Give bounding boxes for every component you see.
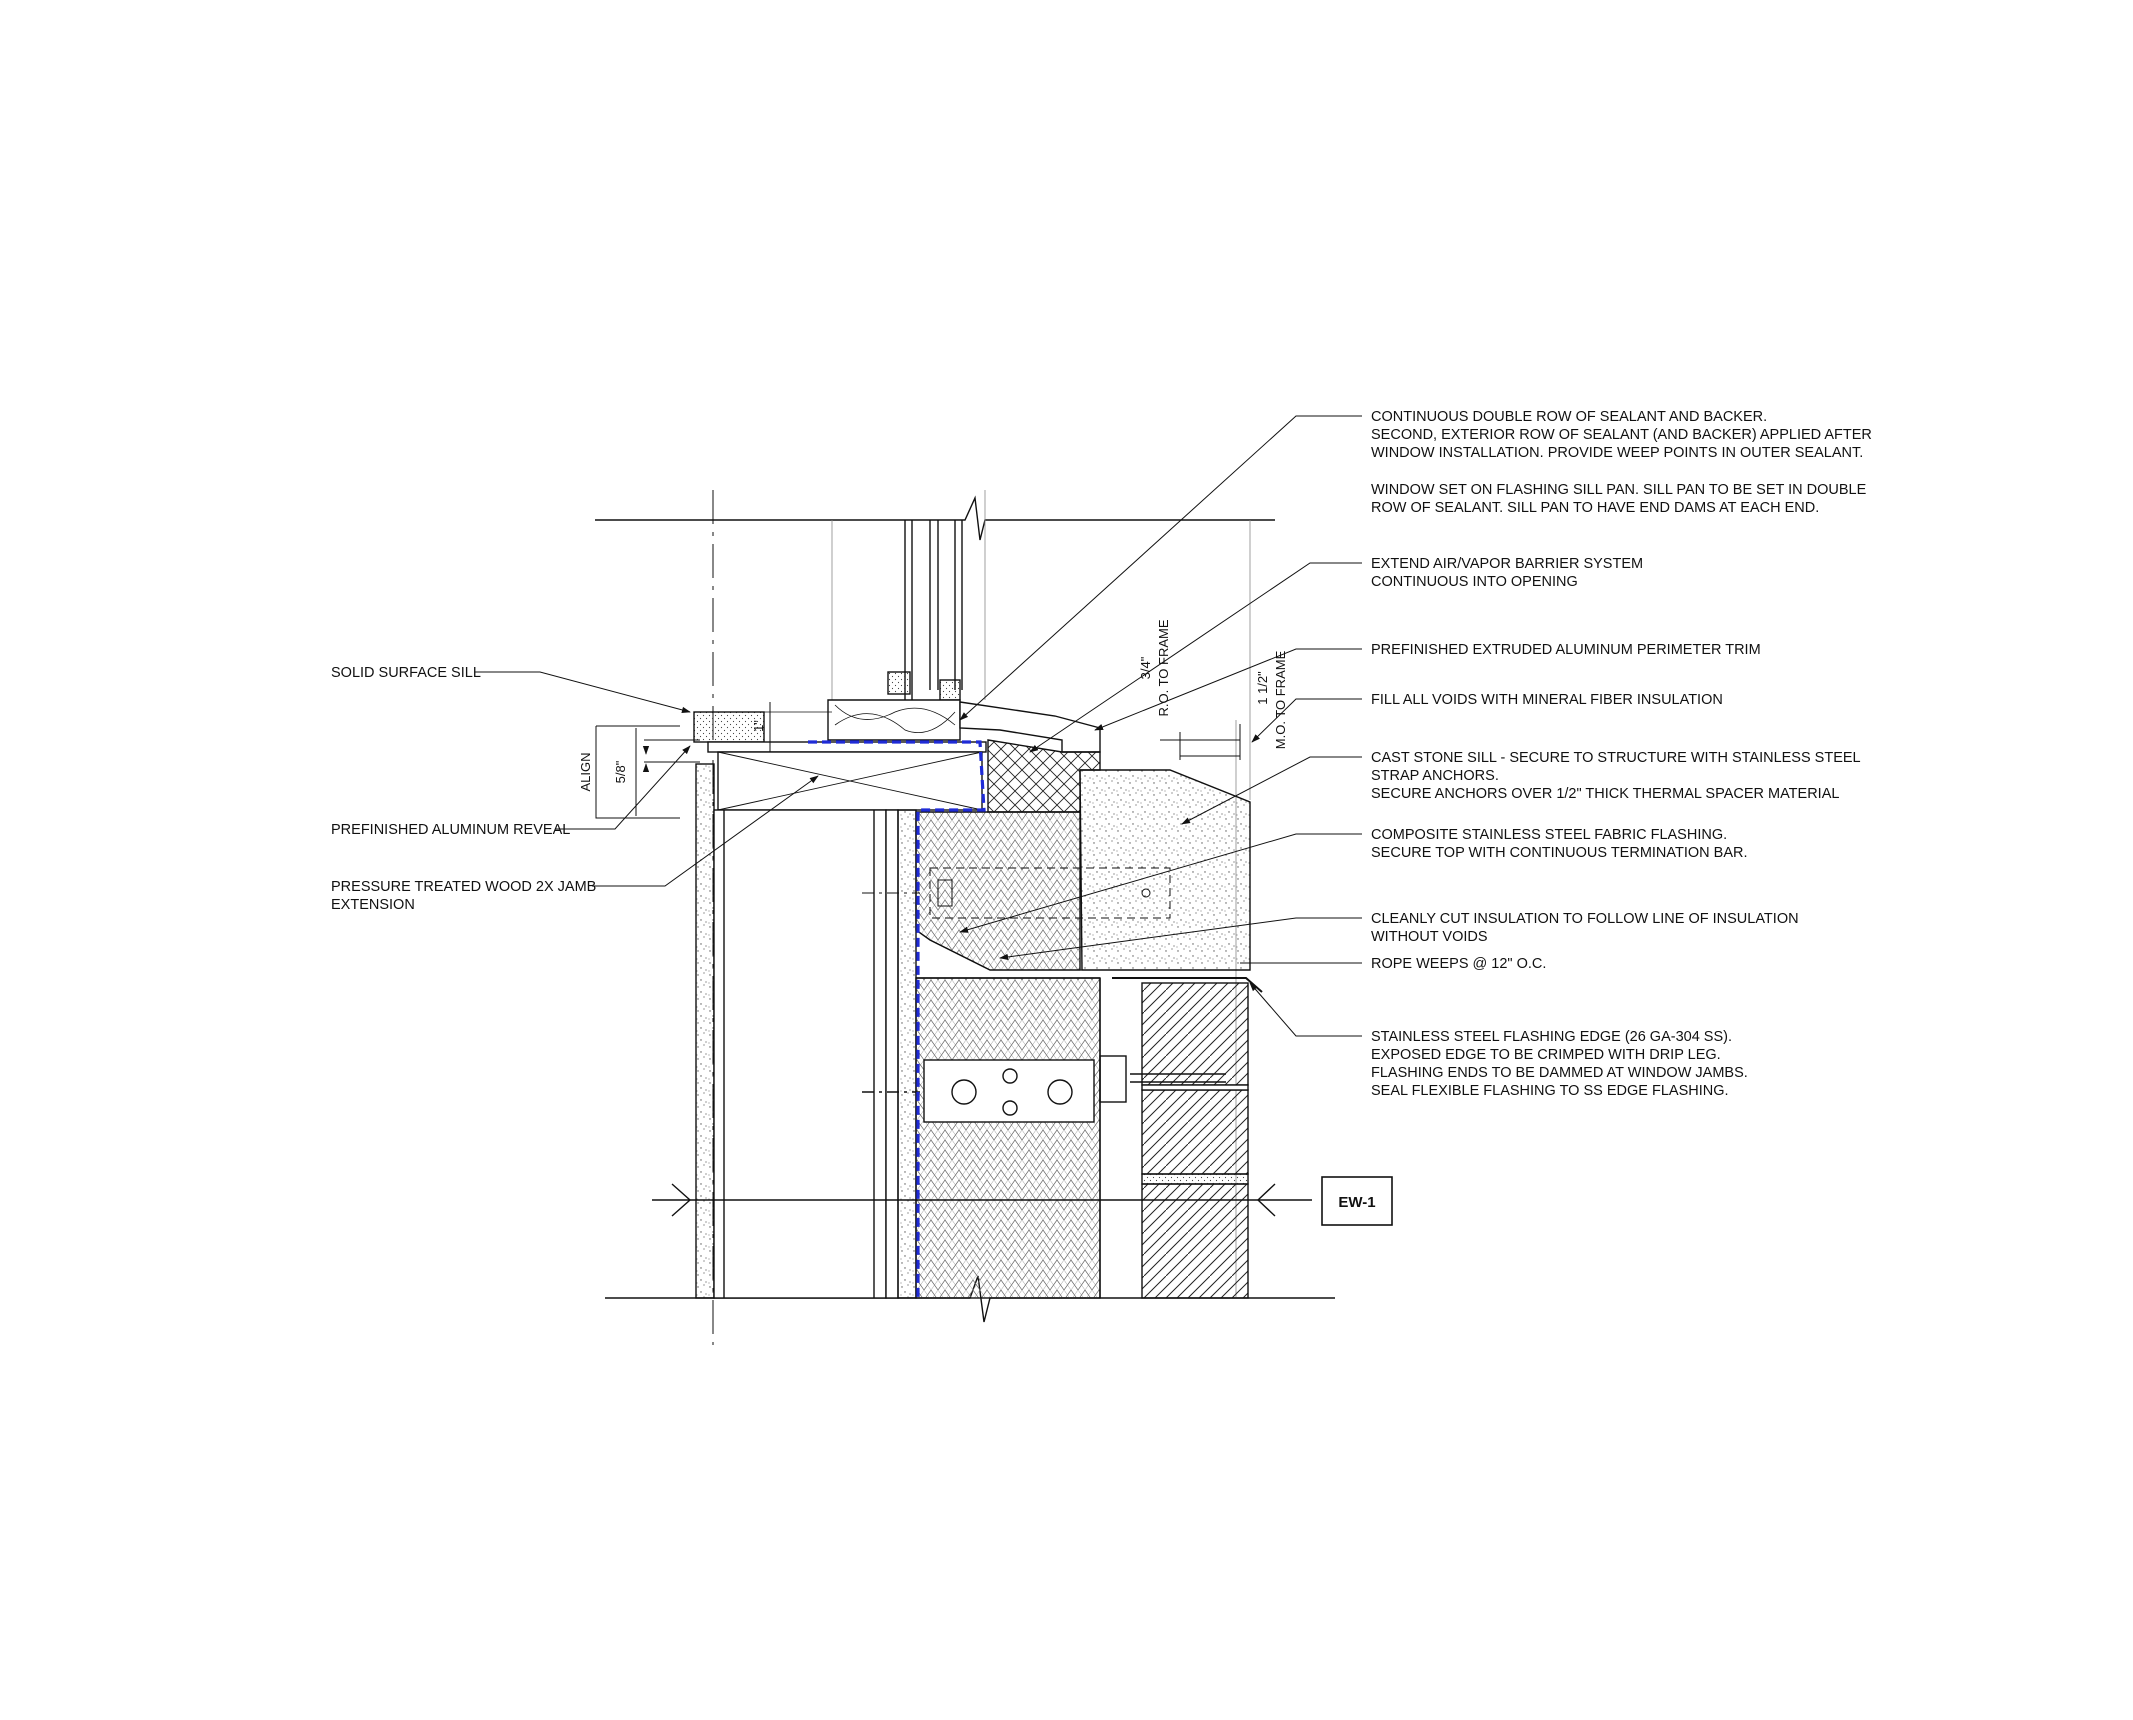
wall-section	[595, 490, 1335, 1345]
callout-line: ROPE WEEPS @ 12" O.C.	[1371, 956, 1546, 972]
svg-text:PRESSURE TREATED WOOD 2X JAMB: PRESSURE TREATED WOOD 2X JAMB	[331, 879, 596, 895]
section-tag[interactable]: EW-1	[1321, 1176, 1393, 1226]
callout-rope-weeps: ROPE WEEPS @ 12" O.C.	[1371, 956, 1546, 972]
callout-mineral-fiber: FILL ALL VOIDS WITH MINERAL FIBER INSULA…	[1371, 692, 1723, 708]
callout-line: WITHOUT VOIDS	[1371, 929, 1488, 945]
brick-veneer	[1141, 982, 1249, 1299]
svg-text:EXTEND AIR/VAPOR BARRIER SYSTE: EXTEND AIR/VAPOR BARRIER SYSTEM	[1371, 556, 1643, 572]
svg-text:EXTENSION: EXTENSION	[331, 897, 415, 913]
dim-five-eighths: 5/8"	[613, 760, 628, 783]
svg-text:FLASHING ENDS TO BE DAMMED AT: FLASHING ENDS TO BE DAMMED AT WINDOW JAM…	[1371, 1065, 1748, 1081]
callout-line: CLEANLY CUT INSULATION TO FOLLOW LINE OF…	[1371, 911, 1799, 927]
leader-lines	[475, 415, 1362, 1037]
svg-text:STRAP ANCHORS.: STRAP ANCHORS.	[1371, 768, 1499, 784]
svg-text:SEAL FLEXIBLE FLASHING TO SS E: SEAL FLEXIBLE FLASHING TO SS EDGE FLASHI…	[1371, 1083, 1729, 1099]
callout-line: PRESSURE TREATED WOOD 2X JAMB	[331, 879, 596, 895]
callout-line: CONTINUOUS DOUBLE ROW OF SEALANT AND BAC…	[1371, 409, 1767, 425]
sheathing	[885, 809, 917, 1299]
strap-anchor	[862, 867, 1171, 919]
callout-fabric-flashing: COMPOSITE STAINLESS STEEL FABRIC FLASHIN…	[1371, 827, 1748, 861]
section-cut-line	[652, 1183, 1312, 1217]
callout-line: FILL ALL VOIDS WITH MINERAL FIBER INSULA…	[1371, 692, 1723, 708]
callout-trim: PREFINISHED EXTRUDED ALUMINUM PERIMETER …	[1371, 642, 1761, 658]
interior-gypsum	[695, 763, 715, 1299]
callout-line: CAST STONE SILL - SECURE TO STRUCTURE WI…	[1371, 750, 1861, 766]
wood-jamb-extension	[717, 751, 983, 811]
interior-cavity	[713, 809, 887, 1299]
brick-tie-plate	[862, 1055, 1226, 1123]
svg-text:EXPOSED EDGE TO BE CRIMPED WIT: EXPOSED EDGE TO BE CRIMPED WITH DRIP LEG…	[1371, 1047, 1721, 1063]
svg-text:ROW OF SEALANT. SILL PAN TO HA: ROW OF SEALANT. SILL PAN TO HAVE END DAM…	[1371, 500, 1819, 516]
callout-line: CONTINUOUS INTO OPENING	[1371, 574, 1578, 590]
svg-text:CAST STONE SILL - SECURE TO ST: CAST STONE SILL - SECURE TO STRUCTURE WI…	[1371, 750, 1861, 766]
svg-text:PREFINISHED ALUMINUM REVEAL: PREFINISHED ALUMINUM REVEAL	[331, 822, 570, 838]
window-frame	[887, 520, 963, 701]
section-tag-label: EW-1	[1338, 1194, 1375, 1211]
dim-ro-value: 3/4"	[1138, 656, 1153, 679]
callout-solid-surface: SOLID SURFACE SILL	[331, 665, 481, 681]
svg-text:CONTINUOUS DOUBLE ROW OF SEALA: CONTINUOUS DOUBLE ROW OF SEALANT AND BAC…	[1371, 409, 1767, 425]
svg-text:WINDOW INSTALLATION. PROVIDE: WINDOW INSTALLATION. PROVIDE WEEP POINTS…	[1371, 445, 1863, 461]
callout-line: SEAL FLEXIBLE FLASHING TO SS EDGE FLASHI…	[1371, 1083, 1729, 1099]
callout-line: SECOND, EXTERIOR ROW OF SEALANT (AND BAC…	[1371, 427, 1872, 443]
callout-line: EXPOSED EDGE TO BE CRIMPED WITH DRIP LEG…	[1371, 1047, 1721, 1063]
svg-text:SECURE TOP WITH CONTINUOUS TER: SECURE TOP WITH CONTINUOUS TERMINATION B…	[1371, 845, 1748, 861]
svg-text:PREFINISHED EXTRUDED ALUMINUM: PREFINISHED EXTRUDED ALUMINUM PERIMETER …	[1371, 642, 1761, 658]
callout-reveal: PREFINISHED ALUMINUM REVEAL	[331, 822, 570, 838]
callout-ss-edge: STAINLESS STEEL FLASHING EDGE (26 GA-304…	[1371, 1029, 1748, 1099]
svg-text:STAINLESS STEEL FLASHING EDGE: STAINLESS STEEL FLASHING EDGE (26 GA-304…	[1371, 1029, 1732, 1045]
air-vapor-barrier	[808, 740, 986, 1298]
callout-line: STRAP ANCHORS.	[1371, 768, 1499, 784]
top-break-line	[595, 495, 1275, 541]
callout-line: SECURE ANCHORS OVER 1/2" THICK THERMAL S…	[1371, 786, 1839, 802]
callout-insulation-cut: CLEANLY CUT INSULATION TO FOLLOW LINE OF…	[1371, 911, 1799, 945]
dimensions	[595, 702, 1241, 819]
svg-text:ROPE WEEPS @ 12" O.C.: ROPE WEEPS @ 12" O.C.	[1371, 956, 1546, 972]
callout-line: PREFINISHED ALUMINUM REVEAL	[331, 822, 570, 838]
callout-line: WINDOW INSTALLATION. PROVIDE WEEP POINTS…	[1371, 445, 1863, 461]
svg-text:FILL ALL VOIDS WITH MINERAL FI: FILL ALL VOIDS WITH MINERAL FIBER INSULA…	[1371, 692, 1723, 708]
dim-mo-value: 1 1/2"	[1255, 671, 1270, 705]
callout-jamb-extension: PRESSURE TREATED WOOD 2X JAMB EXTENSION	[331, 879, 596, 913]
callout-line: EXTEND AIR/VAPOR BARRIER SYSTEM	[1371, 556, 1643, 572]
dim-align: ALIGN	[578, 752, 593, 791]
svg-text:WINDOW SET ON FLASHING SILL PA: WINDOW SET ON FLASHING SILL PAN. SILL PA…	[1371, 482, 1867, 498]
callout-line: SECURE TOP WITH CONTINUOUS TERMINATION B…	[1371, 845, 1748, 861]
solid-surface-sill	[693, 711, 832, 743]
aluminum-reveal	[707, 741, 987, 753]
svg-text:SECURE ANCHORS OVER 1/2" THICK: SECURE ANCHORS OVER 1/2" THICK THERMAL S…	[1371, 786, 1839, 802]
svg-text:WITHOUT VOIDS: WITHOUT VOIDS	[1371, 929, 1488, 945]
callout-cast-stone: CAST STONE SILL - SECURE TO STRUCTURE WI…	[1371, 750, 1861, 802]
svg-text:CONTINUOUS INTO OPENING: CONTINUOUS INTO OPENING	[1371, 574, 1578, 590]
dim-one-inch: 1"	[751, 720, 766, 732]
callout-line: COMPOSITE STAINLESS STEEL FABRIC FLASHIN…	[1371, 827, 1727, 843]
callout-line: WINDOW SET ON FLASHING SILL PAN. SILL PA…	[1371, 482, 1867, 498]
callout-line: STAINLESS STEEL FLASHING EDGE (26 GA-304…	[1371, 1029, 1732, 1045]
callout-line: SOLID SURFACE SILL	[331, 665, 481, 681]
callout-line: EXTENSION	[331, 897, 415, 913]
callout-line: PREFINISHED EXTRUDED ALUMINUM PERIMETER …	[1371, 642, 1761, 658]
svg-text:SECOND, EXTERIOR ROW OF SEALAN: SECOND, EXTERIOR ROW OF SEALANT (AND BAC…	[1371, 427, 1872, 443]
svg-text:SOLID SURFACE SILL: SOLID SURFACE SILL	[331, 665, 481, 681]
svg-text:CLEANLY CUT INSULATION TO FOLL: CLEANLY CUT INSULATION TO FOLLOW LINE OF…	[1371, 911, 1799, 927]
dim-ro-label: R.O. TO FRAME	[1156, 619, 1171, 716]
callout-sealant: CONTINUOUS DOUBLE ROW OF SEALANT AND BAC…	[1371, 409, 1872, 516]
dim-mo-label: M.O. TO FRAME	[1273, 650, 1288, 749]
rigid-insulation	[915, 811, 1101, 1299]
callout-air-barrier: EXTEND AIR/VAPOR BARRIER SYSTEM CONTINUO…	[1371, 556, 1643, 590]
svg-text:COMPOSITE STAINLESS STEEL FABR: COMPOSITE STAINLESS STEEL FABRIC FLASHIN…	[1371, 827, 1727, 843]
callout-line: ROW OF SEALANT. SILL PAN TO HAVE END DAM…	[1371, 500, 1819, 516]
callout-line: FLASHING ENDS TO BE DAMMED AT WINDOW JAM…	[1371, 1065, 1748, 1081]
